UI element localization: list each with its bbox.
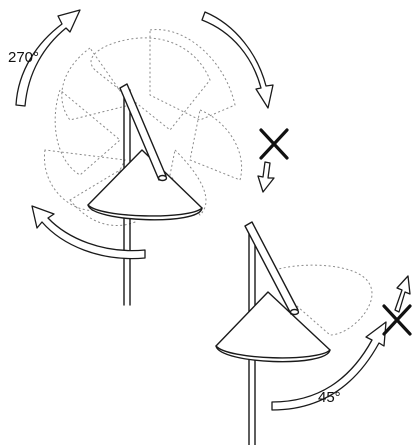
blocked-cross-right — [382, 304, 412, 336]
ghost-shade-right — [274, 264, 373, 336]
lamp-right — [215, 221, 331, 445]
lamp-left-arm-cap — [157, 174, 168, 182]
rotation-label-270: 270° — [8, 49, 39, 66]
lamp-right-shade — [215, 291, 331, 363]
blocked-arrow-left — [257, 161, 275, 193]
rotate-arrow-top-right — [201, 11, 274, 109]
rotation-label-45: 45° — [318, 389, 341, 406]
rotate-arrow-bottom-left — [31, 205, 146, 260]
lamp-right-shade-rim — [215, 345, 331, 359]
lamp-left — [87, 83, 203, 306]
blocked-arrow-right — [394, 275, 411, 313]
lamp-left-shade-rim — [87, 204, 203, 217]
rotate-arrow-top-left — [15, 9, 81, 107]
blocked-cross-left — [259, 128, 289, 160]
lamp-right-arm-cap — [289, 308, 300, 316]
lamp-left-shade — [87, 149, 203, 221]
ghost-shade-positions — [43, 29, 242, 226]
